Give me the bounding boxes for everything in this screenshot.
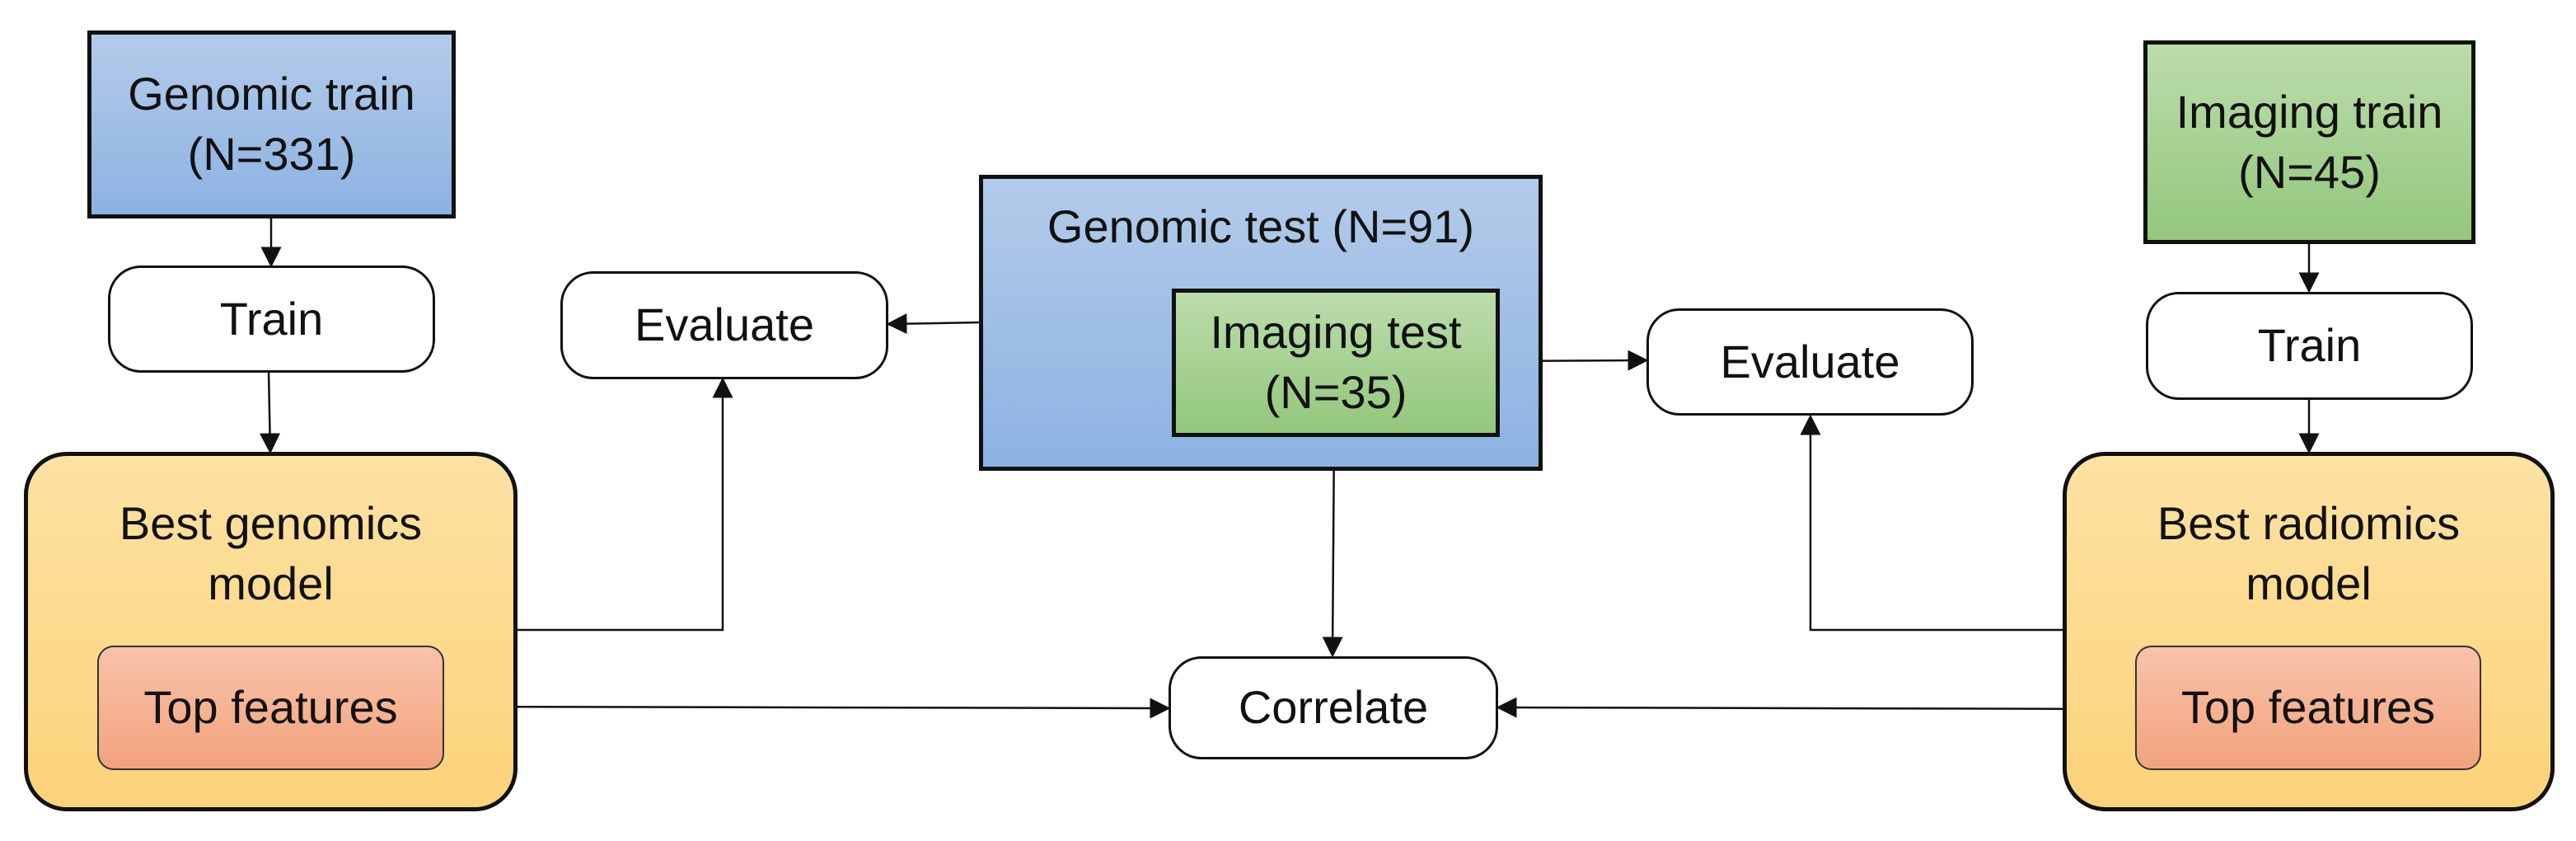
imaging-test-node: Imaging test (N=35) <box>1172 289 1500 437</box>
train-left-label: Train <box>219 292 324 345</box>
correlate-node: Correlate <box>1169 656 1498 759</box>
train-right-node: Train <box>2146 292 2473 400</box>
imaging-train-title: Imaging train <box>2176 85 2443 138</box>
evaluate-right-label: Evaluate <box>1720 335 1900 388</box>
evaluate-left-node: Evaluate <box>560 271 888 379</box>
train-left-node: Train <box>108 265 435 373</box>
best-genomics-title: Best genomics <box>119 497 423 549</box>
imaging-test-count: (N=35) <box>1264 366 1407 418</box>
top-features-left-label: Top features <box>143 681 398 734</box>
imaging-train-count: (N=45) <box>2238 145 2381 198</box>
train-right-label: Train <box>2257 319 2362 372</box>
genomic-test-label: Genomic test (N=91) <box>1047 200 1475 252</box>
top-features-right-label: Top features <box>2180 681 2436 734</box>
top-features-right-node: Top features <box>2135 646 2481 770</box>
top-features-left-node: Top features <box>97 646 444 770</box>
correlate-label: Correlate <box>1238 681 1429 734</box>
evaluate-right-node: Evaluate <box>1646 308 1974 416</box>
edge-best-radiomics-to-evaluate <box>1800 414 2064 632</box>
edge-genomic-test-to-evaluate <box>886 313 981 335</box>
best-radiomics-title: Best radiomics <box>2157 497 2461 549</box>
imaging-test-title: Imaging test <box>1210 306 1462 359</box>
evaluate-left-label: Evaluate <box>635 298 814 351</box>
edge-train-to-best-genomics <box>260 370 281 454</box>
genomic-train-count: (N=331) <box>187 128 356 180</box>
edge-best-genomics-to-evaluate <box>516 377 733 632</box>
genomic-train-title: Genomic train <box>128 68 415 120</box>
imaging-train-node: Imaging train (N=45) <box>2143 40 2475 244</box>
edge-top-features-left-to-correlate <box>442 698 1171 719</box>
best-radiomics-subtitle: model <box>2246 557 2372 609</box>
best-genomics-subtitle: model <box>208 557 334 609</box>
edge-imaging-test-to-correlate <box>1322 434 1343 658</box>
genomic-train-node: Genomic train (N=331) <box>87 31 456 218</box>
edge-top-features-right-to-correlate <box>1496 697 2137 718</box>
